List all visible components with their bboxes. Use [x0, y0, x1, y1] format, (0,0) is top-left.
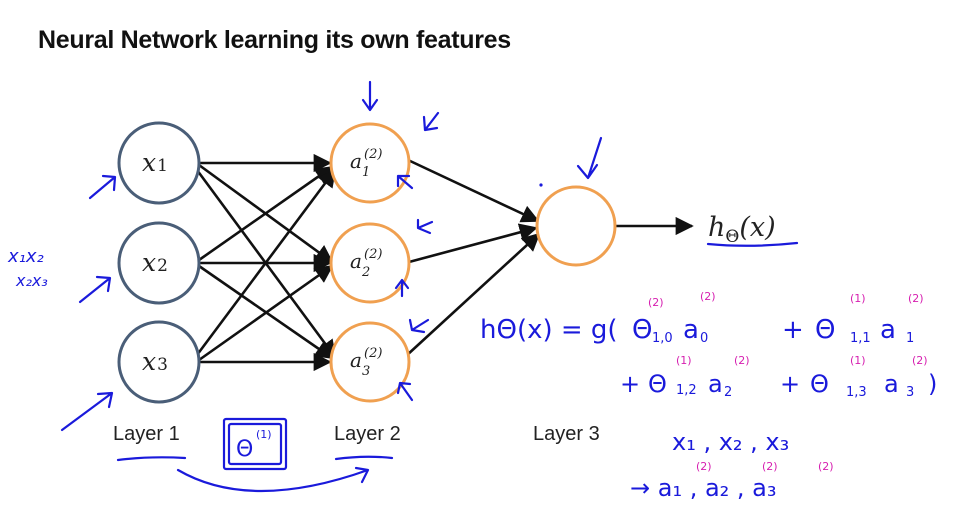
formula-a1-sub: 1: [906, 331, 914, 346]
underline-layer1: [116, 456, 187, 462]
formula-close-paren: ): [928, 370, 937, 398]
arrow-a2-right: [416, 218, 434, 235]
formula-theta-10-sup: (2): [648, 296, 664, 309]
formula-a2-sup: (2): [734, 354, 750, 367]
a3-sup: (2): [364, 346, 382, 361]
a2-label: a: [350, 249, 362, 273]
formula-a3-sub: 3: [906, 385, 914, 400]
hypothesis-label: hΘ(x): [708, 212, 776, 247]
arrow-to-x1: [88, 174, 117, 200]
left-terms-1: x₁x₂: [7, 246, 44, 267]
edge-a3-out: [405, 232, 541, 357]
formula-theta-10: Θ: [632, 315, 652, 345]
a2-sup: (2): [364, 247, 382, 262]
input-node-x2: [117, 221, 201, 305]
formula-a0-sup: (2): [700, 290, 716, 303]
x3-label: x3: [142, 347, 168, 376]
formula-theta-11: Θ: [815, 315, 835, 345]
formula-a1-sup: (2): [908, 292, 924, 305]
a1-sup: (2): [364, 147, 382, 162]
boxed-theta: Θ: [236, 437, 253, 462]
input-node-x1: [117, 121, 201, 205]
hidden-list-sup-1: (2): [696, 460, 712, 473]
edge-x3-a2: [198, 264, 334, 362]
formula-theta-13-sup: (1): [850, 354, 866, 367]
formula-h: hΘ(x) = g(: [480, 315, 618, 345]
formula-a2-sub: 2: [724, 385, 732, 400]
underline-hypothesis: [706, 241, 799, 247]
curved-arrow-layer1-layer2: [176, 466, 370, 493]
layer-2-label: Layer 2: [334, 423, 401, 445]
arrow-a2-bottom: [394, 278, 410, 298]
formula-theta-13-sub: 1,3: [846, 385, 867, 400]
formula-theta-11-sup: (1): [850, 292, 866, 305]
formula-theta-13: Θ: [810, 370, 829, 398]
formula-a0: a: [683, 315, 699, 345]
ink-dot: [539, 183, 543, 187]
formula-theta-10-sub: 1,0: [652, 331, 673, 346]
arrow-a3-bottom: [396, 381, 414, 402]
left-terms-2: x₂x₃: [15, 271, 48, 290]
a1-label: a: [350, 149, 362, 173]
formula-theta-12-sub: 1,2: [676, 383, 697, 398]
formula-a3-sup: (2): [912, 354, 928, 367]
edge-x3-a1: [195, 168, 337, 356]
hidden-node-a1: [329, 122, 411, 204]
inputs-list: x₁ , x₂ , x₃: [672, 428, 789, 456]
hidden-node-a3: [329, 321, 411, 403]
hidden-list-sup-3: (2): [818, 460, 834, 473]
arrow-to-output: [576, 136, 603, 180]
page-title: Neural Network learning its own features: [38, 26, 511, 54]
formula-a1: a: [880, 315, 896, 345]
formula-a2: a: [708, 370, 723, 398]
hidden-node-a2: [329, 222, 411, 304]
formula-theta-11-sub: 1,1: [850, 331, 871, 346]
a3-sub: 3: [362, 364, 370, 379]
a1-sub: 1: [362, 165, 370, 180]
edge-a1-out: [407, 158, 540, 223]
arrow-a1-bottom: [396, 174, 414, 190]
theta-box: [222, 417, 288, 471]
arrow-a3-right: [408, 318, 430, 334]
hidden-list: → a₁ , a₂ , a₃: [630, 474, 777, 502]
a2-sub: 2: [361, 265, 370, 280]
formula-a3: a: [884, 370, 899, 398]
layer-1-label: Layer 1: [113, 423, 180, 445]
hidden-list-sup-2: (2): [762, 460, 778, 473]
boxed-theta-sup: (1): [256, 428, 272, 441]
hidden-layer: a (2) 1 a (2) 2 a (2) 3: [329, 122, 411, 403]
edges-layer1-layer2: [195, 153, 337, 372]
edges-layer2-layer3: [405, 158, 541, 357]
formula-a0-sub: 0: [700, 331, 708, 346]
edge-a2-out: [408, 223, 538, 264]
formula-plus-3: +: [780, 370, 800, 398]
edge-x2-a1: [198, 165, 334, 262]
output-node: [535, 185, 617, 267]
arrow-to-x3: [60, 391, 114, 432]
theta-box-inner: [227, 422, 283, 466]
formula-plus-2: +: [620, 370, 640, 398]
a3-label: a: [350, 348, 362, 372]
x2-label: x2: [142, 248, 168, 277]
arrow-down-a1: [361, 80, 379, 112]
formula-theta-12-sup: (1): [676, 354, 692, 367]
input-layer: x1 x2 x3: [117, 121, 201, 404]
arrow-a1-right: [422, 111, 440, 132]
input-node-x3: [117, 320, 201, 404]
formula-plus-1: +: [782, 315, 804, 345]
handwritten-annotations: x₁x₂ x₂x₃ Θ (1) hΘ(x) = g( Θ (2) 1,0 a (…: [7, 80, 937, 502]
arrow-to-x2: [78, 275, 112, 304]
underline-layer2: [334, 455, 394, 461]
formula-theta-12: Θ: [648, 370, 667, 398]
layer-3-label: Layer 3: [533, 423, 600, 445]
x1-label: x1: [142, 148, 168, 177]
